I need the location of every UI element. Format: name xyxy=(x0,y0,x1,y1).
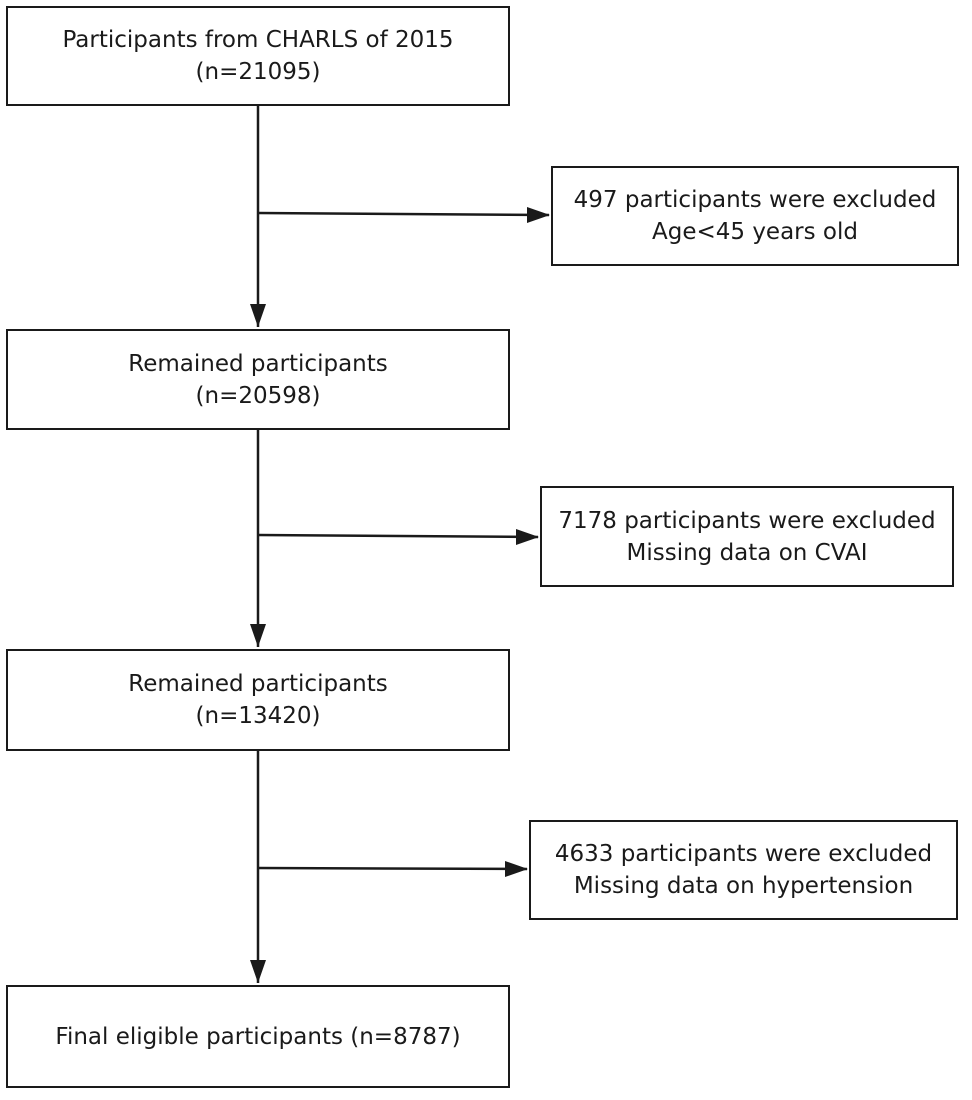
box-initial-participants: Participants from CHARLS of 2015 (n=2109… xyxy=(6,6,510,106)
exclusion-cvai-reason: Missing data on CVAI xyxy=(626,539,868,566)
arrow-to-exclusion-3 xyxy=(257,866,528,871)
arrowhead-final xyxy=(250,960,266,983)
exclusion-age-reason: Age<45 years old xyxy=(651,219,858,245)
box-exclusion-hypertension: 4633 participants were excluded Missing … xyxy=(529,820,958,920)
arrow-to-exclusion-2 xyxy=(257,533,539,539)
box-remained-participants-2: Remained participants (n=13420) xyxy=(6,649,510,751)
exclusion-hypertension-reason: Missing data on hypertension xyxy=(573,873,914,899)
remained-1-label: Remained participants xyxy=(128,350,388,377)
box-final-eligible-participants: Final eligible participants (n=8787) xyxy=(6,985,510,1088)
arrowhead-exclusion-3 xyxy=(505,861,528,877)
arrowhead-remained-2 xyxy=(250,624,266,647)
box-exclusion-age: 497 participants were excluded Age<45 ye… xyxy=(551,166,959,266)
final-eligible-label: Final eligible participants (n=8787) xyxy=(55,1023,461,1050)
initial-participants-label: Participants from CHARLS of 2015 xyxy=(62,27,454,53)
initial-participants-count: (n=21095) xyxy=(195,59,321,85)
exclusion-hypertension-count: 4633 participants were excluded xyxy=(554,841,933,867)
arrowhead-remained-1 xyxy=(250,304,266,327)
arrowhead-exclusion-1 xyxy=(527,207,550,223)
box-remained-participants-1: Remained participants (n=20598) xyxy=(6,329,510,430)
remained-2-count: (n=13420) xyxy=(195,703,321,729)
box-exclusion-cvai: 7178 participants were excluded Missing … xyxy=(540,486,954,587)
remained-2-label: Remained participants xyxy=(128,671,388,697)
remained-1-count: (n=20598) xyxy=(195,382,321,409)
arrow-to-exclusion-1 xyxy=(257,211,550,217)
exclusion-cvai-count: 7178 participants were excluded xyxy=(558,507,936,534)
arrowhead-exclusion-2 xyxy=(516,529,539,545)
exclusion-age-count: 497 participants were excluded xyxy=(573,187,937,213)
